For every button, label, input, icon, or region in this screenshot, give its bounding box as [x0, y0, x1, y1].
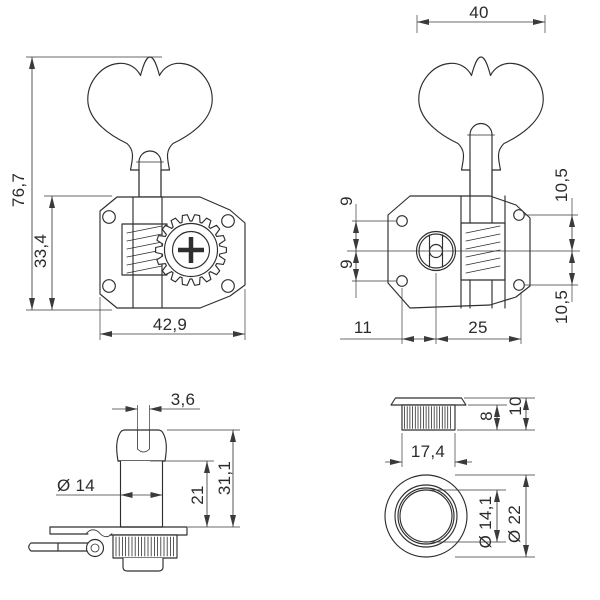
tuner-key-front [87, 56, 213, 198]
dim-bushing-flange-width: 17,4 [410, 442, 446, 461]
dim-bushing-height: 10 [506, 396, 525, 416]
dim-bushing-body-height: 8 [477, 411, 496, 421]
dim-shaft-to-left-holes: 11 [353, 318, 373, 337]
bushing-side-dimension-lines [385, 397, 535, 467]
worm-shaft-end-loop [85, 538, 105, 558]
dim-overall-height: 76,7 [9, 172, 28, 208]
retainer-clip [85, 529, 113, 538]
key-shaft-rear [467, 123, 495, 198]
worm-shaft-and-key-edge [28, 529, 113, 558]
dim-post-length: 21 [188, 485, 207, 505]
mounting-holes-rear [396, 209, 525, 291]
dim-left-hole-lower: 9 [337, 259, 356, 269]
bushing-top-dimension-lines [428, 474, 535, 558]
string-post-body [119, 461, 164, 528]
bushing-outer-rim [384, 474, 468, 558]
front-dimension-lines [26, 56, 246, 340]
dim-post-diameter: Ø 14 [56, 476, 96, 495]
rear-dimension-lines [340, 15, 580, 344]
bushing-side-drawing [385, 397, 535, 467]
tuner-key-rear [418, 56, 544, 198]
key-shaft-front [136, 150, 164, 198]
dim-overall-length: 31,1 [215, 460, 234, 496]
dim-slot-width: 3,6 [170, 390, 196, 409]
dim-right-hole-upper: 10,5 [552, 167, 571, 203]
bushing-knurl-lines [404, 406, 451, 429]
post-view-drawing [28, 405, 240, 572]
screw-cross-slot [178, 237, 204, 263]
mounting-plate-rear [387, 195, 531, 309]
dim-bushing-bore: Ø 14,1 [476, 495, 495, 549]
worm-housing-rear [460, 222, 506, 281]
plate-edge-view [49, 526, 188, 536]
mounting-holes-front [102, 210, 235, 293]
dim-plate-width: 42,9 [152, 315, 188, 334]
bushing-top-drawing [384, 474, 535, 558]
string-post-cap [116, 429, 167, 462]
dim-right-hole-lower: 10,5 [552, 289, 571, 325]
dim-shaft-to-right-holes: 25 [468, 318, 488, 337]
dim-left-hole-upper: 9 [337, 196, 356, 206]
bushing-bore [399, 489, 453, 543]
dim-key-width: 40 [469, 3, 489, 22]
rear-view-drawing [340, 15, 580, 344]
dim-plate-height: 33,4 [31, 233, 50, 269]
dim-bushing-outer: Ø 22 [505, 504, 524, 544]
post-dimension-lines [56, 406, 240, 528]
gear-edge-view [112, 534, 178, 572]
bushing-flange [390, 397, 467, 406]
front-view-drawing [26, 56, 246, 340]
